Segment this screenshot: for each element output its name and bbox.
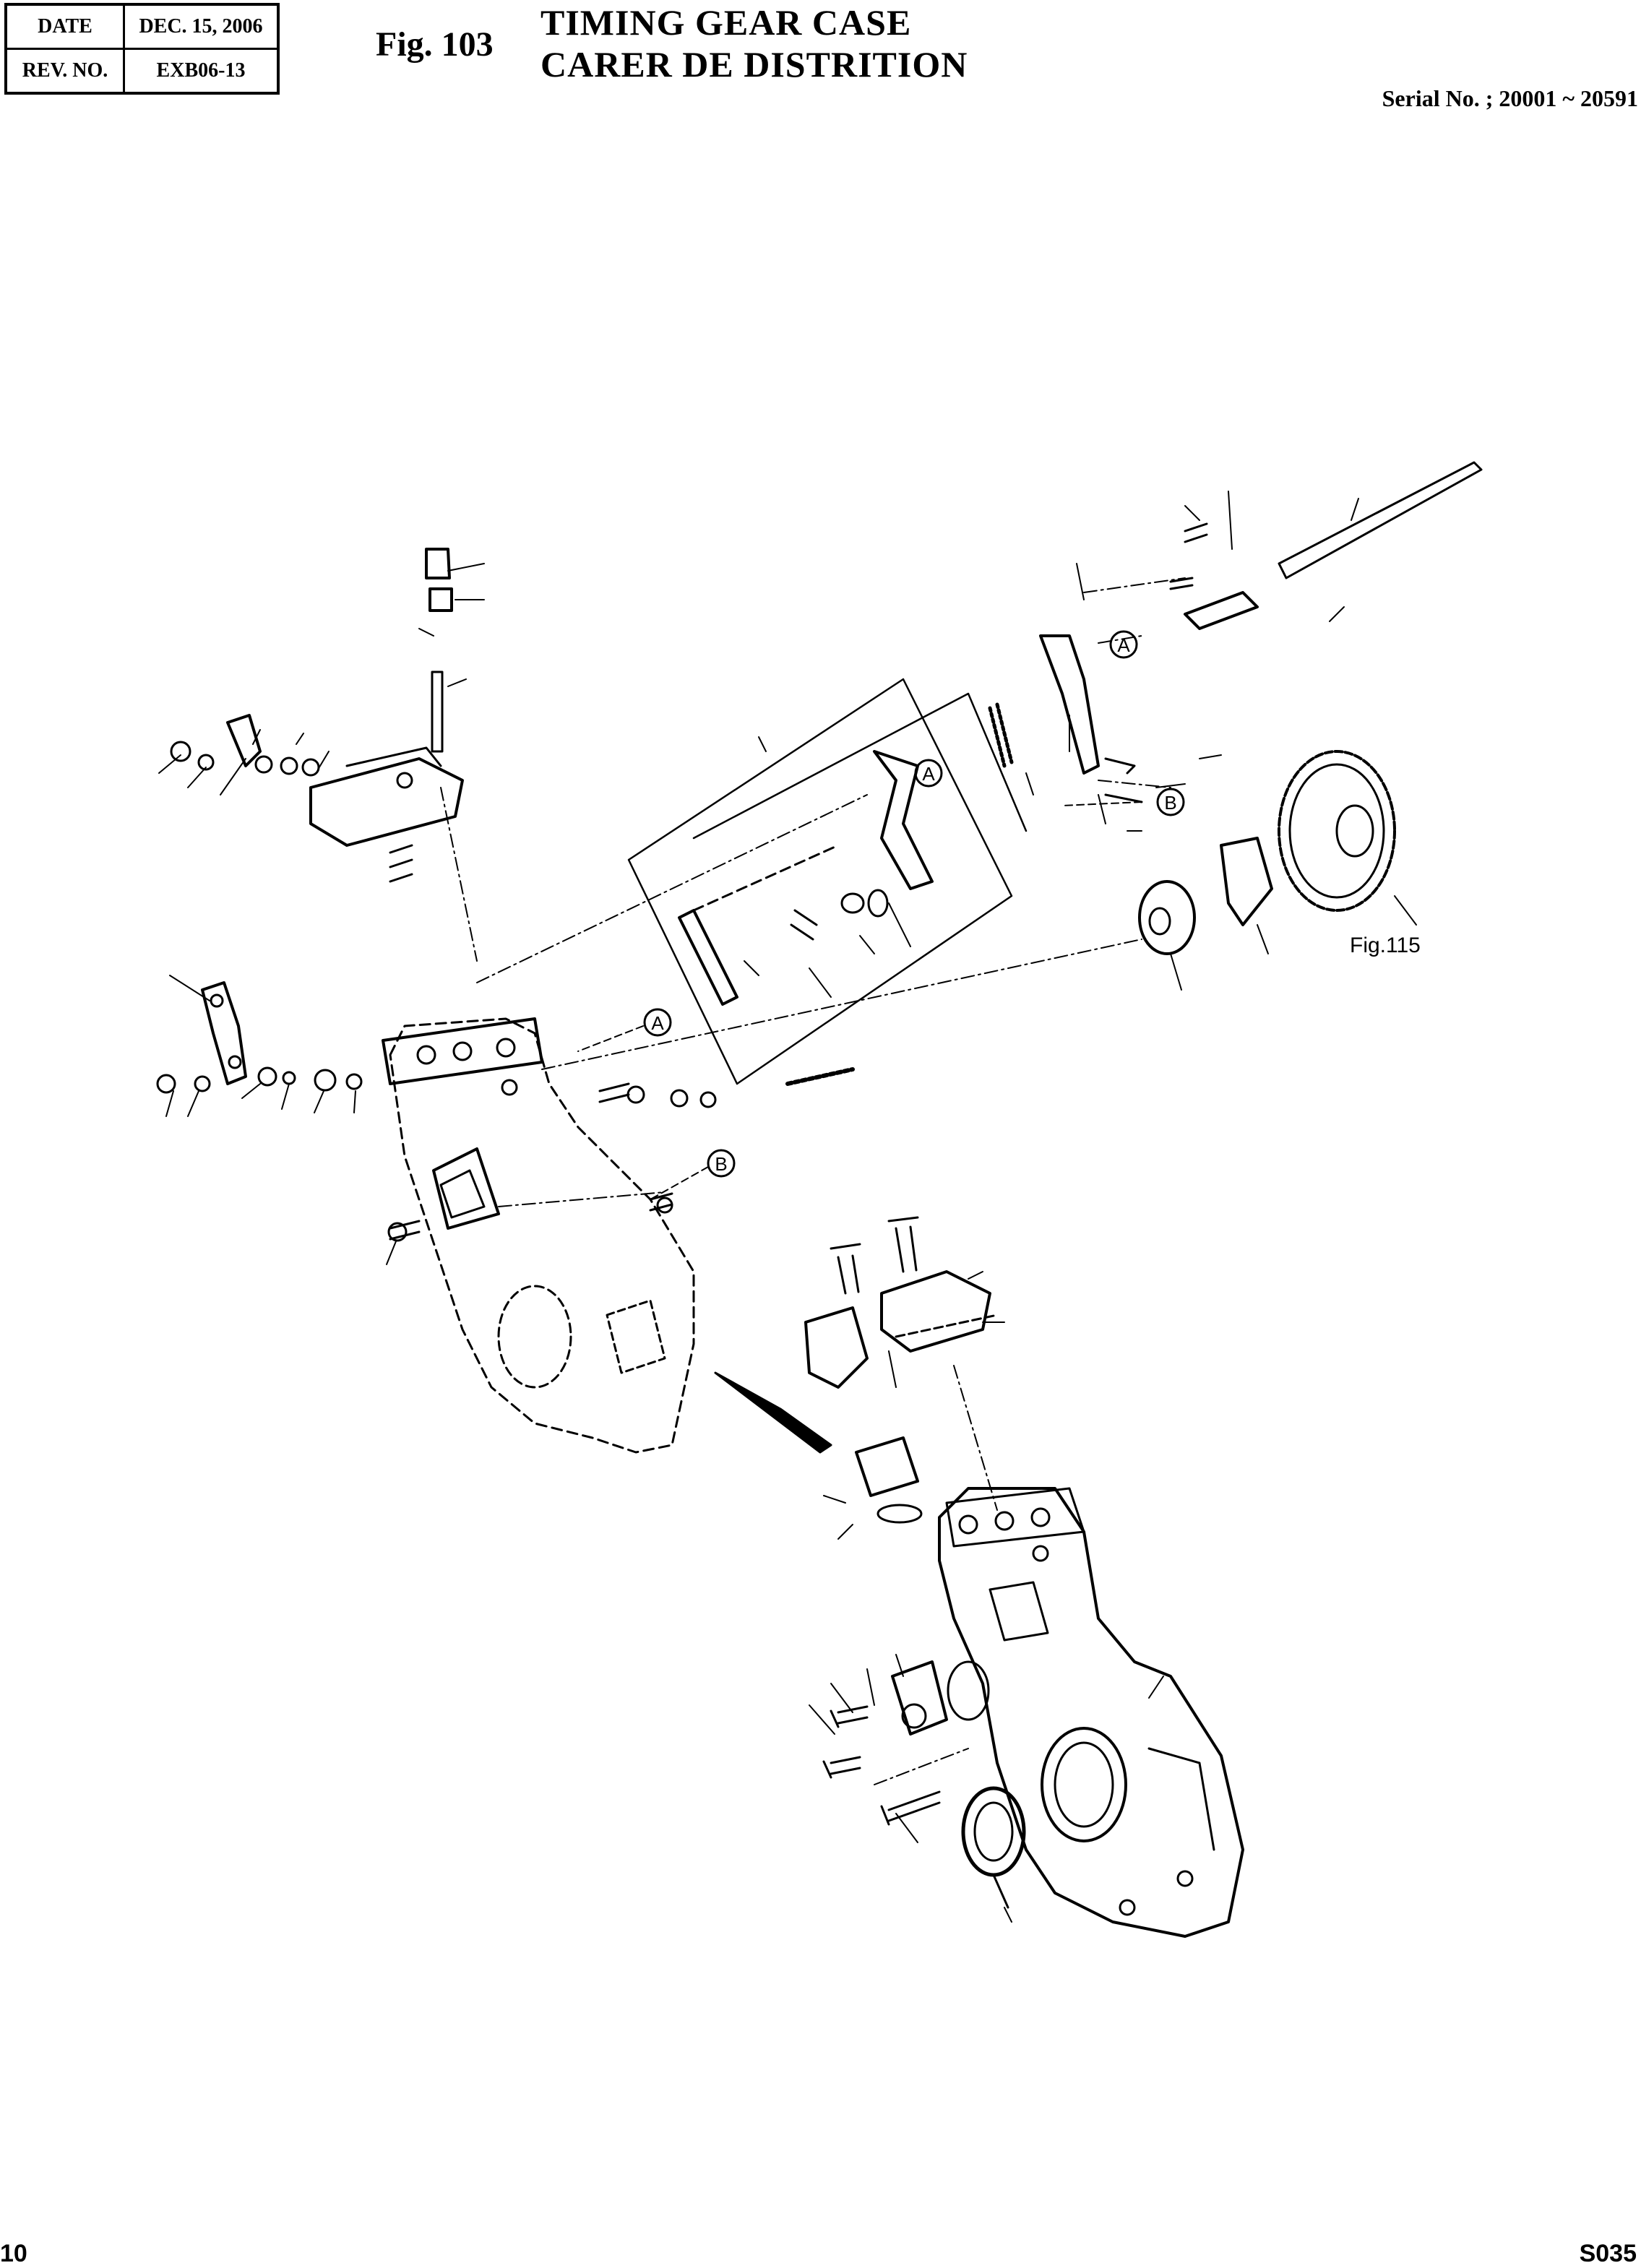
governor-lever-left bbox=[201, 714, 262, 1085]
bolts bbox=[389, 1082, 941, 1826]
governor-housing bbox=[309, 548, 464, 883]
figure-number: Fig. 103 bbox=[376, 25, 494, 64]
breather-cover bbox=[804, 1270, 999, 1389]
revision-row: REV. NO. EXB06-13 bbox=[4, 48, 280, 95]
revision-value: EXB06-13 bbox=[123, 48, 280, 95]
serial-range: Serial No. ; 20001 ~ 20591 bbox=[1382, 85, 1638, 111]
title-english: TIMING GEAR CASE bbox=[540, 2, 912, 43]
callout-b-upper: B bbox=[1156, 788, 1185, 816]
callout-a-upper: A bbox=[1109, 630, 1138, 659]
svg-text:A: A bbox=[651, 1012, 664, 1034]
svg-text:B: B bbox=[1164, 792, 1176, 814]
title-french: CARER DE DISTRITION bbox=[540, 44, 968, 85]
oil-filler-cap bbox=[855, 1436, 923, 1524]
svg-text:A: A bbox=[1117, 634, 1130, 656]
date-row: DATE DEC. 15, 2006 bbox=[4, 3, 280, 50]
governor-disk bbox=[1138, 837, 1273, 955]
callout-a-lower: A bbox=[643, 1008, 672, 1037]
date-label: DATE bbox=[4, 3, 125, 50]
callout-a-middle: A bbox=[914, 759, 943, 788]
small-parts-left bbox=[156, 741, 717, 1242]
document-code: S035 bbox=[1579, 2240, 1637, 2267]
leader-lines bbox=[158, 491, 1417, 1923]
upper-gear-case bbox=[382, 1017, 695, 1454]
direction-arrow bbox=[714, 1371, 832, 1454]
svg-text:B: B bbox=[715, 1153, 727, 1175]
assembly-lines bbox=[440, 577, 1186, 1785]
revision-info-table: DATE DEC. 15, 2006 REV. NO. EXB06-13 bbox=[4, 3, 280, 95]
linkage-frame bbox=[627, 678, 1028, 1086]
page-title: TIMING GEAR CASE CARER DE DISTRITION bbox=[540, 1, 968, 85]
timing-gear bbox=[1278, 750, 1396, 912]
callout-b-lower: B bbox=[707, 1149, 736, 1178]
date-value: DEC. 15, 2006 bbox=[123, 3, 280, 50]
svg-text:A: A bbox=[922, 763, 935, 785]
callouts: A A A B B bbox=[577, 630, 1185, 1200]
oil-seal bbox=[961, 1786, 1026, 1909]
figure-reference-label: Fig.115 bbox=[1350, 933, 1421, 957]
revision-label: REV. NO. bbox=[4, 48, 125, 95]
lower-gear-case bbox=[938, 1487, 1244, 1938]
page-number: 10 bbox=[0, 2240, 27, 2267]
control-rod bbox=[988, 461, 1483, 803]
cover-plate bbox=[891, 1660, 990, 1736]
